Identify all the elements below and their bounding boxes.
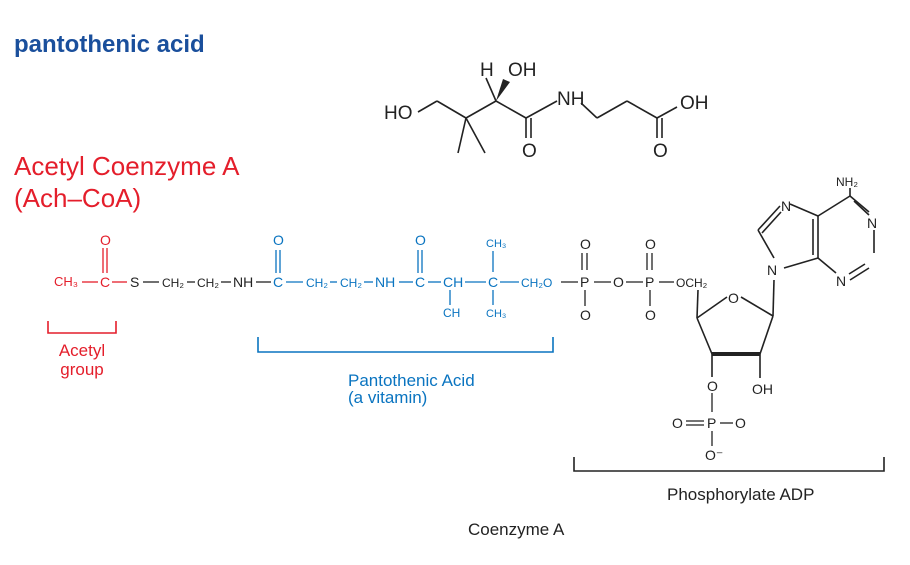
bond [761, 211, 782, 234]
phosphate-1-oxygen-top: O [580, 236, 591, 252]
ribose-ring-oxygen: O [728, 290, 739, 306]
pantothenic-acid-bracket [257, 337, 554, 353]
wedge-bond [496, 79, 510, 101]
bond [757, 229, 775, 259]
acetyl-coa-title-line1: Acetyl Coenzyme A [14, 151, 240, 181]
acetyl-group-structure: CH₃ C O [54, 232, 127, 290]
bond [696, 296, 728, 319]
hydrogen-label: H [480, 60, 494, 81]
adenine-n3-label: N [836, 273, 846, 289]
hydroxyl-left-label: HO [384, 103, 413, 124]
ribose-structure [686, 279, 775, 446]
carbonyl-carbon-2: C [273, 274, 283, 290]
bond [849, 195, 870, 213]
hydroxyl-top-label: OH [508, 60, 537, 81]
bond [436, 100, 467, 119]
quaternary-carbon-label: C [488, 274, 498, 290]
bond [759, 315, 774, 355]
carbonyl-oxygen-1: O [522, 141, 537, 162]
ribose-phosphate-oxygen-minus: O⁻ [705, 447, 723, 463]
ribose-phosphate-oxygen-right: O [735, 415, 746, 431]
ribose-methylene-oxygen-label: OCH₂ [676, 276, 708, 290]
acetyl-group-bracket [47, 321, 117, 334]
methyl-bottom-label: CH₃ [486, 308, 506, 320]
bond [525, 100, 558, 119]
bond [495, 100, 527, 119]
adenine-n9-label: N [767, 262, 777, 278]
methylene-oxygen-label: CH₂O [521, 276, 552, 290]
bond [783, 257, 819, 269]
methylene-a-label: CH₂ [162, 276, 184, 290]
bond [465, 117, 486, 154]
phosphate-2-oxygen-top: O [645, 236, 656, 252]
bond [817, 195, 851, 217]
acetyl-carbon-label: C [100, 274, 110, 290]
ribose-phosphate-oxygen-left: O [672, 415, 683, 431]
bond [849, 267, 870, 281]
phosphate-1-oxygen-bottom: O [580, 307, 591, 323]
bond [696, 289, 699, 319]
amino-group-label: NH₂ [836, 175, 858, 189]
phosphorylate-adp-label: Phosphorylate ADP [667, 485, 814, 504]
coenzyme-a-label: Coenzyme A [468, 520, 565, 539]
methylene-d-label: CH₂ [340, 276, 362, 290]
methyl-top-label: CH₃ [486, 238, 506, 250]
pantothenic-acid-label-line1: Pantothenic Acid [348, 371, 475, 390]
phosphorus-2-label: P [645, 274, 654, 290]
bond [817, 257, 837, 274]
methylene-c-label: CH₂ [306, 276, 328, 290]
adenine-structure [757, 188, 875, 281]
methine-label: CH [443, 274, 463, 290]
bond [457, 117, 467, 154]
carbonyl-carbon-3: C [415, 274, 425, 290]
carbonyl-oxygen-2-chain: O [273, 232, 284, 248]
phosphorylate-adp-bracket [573, 457, 885, 472]
carbonyl-oxygen-2: O [653, 141, 668, 162]
adenine-n1-label: N [867, 215, 877, 231]
bond [848, 263, 866, 275]
bond [626, 100, 658, 119]
pantothenic-acid-structure [417, 77, 678, 154]
ribose-3-oxygen-label: O [707, 378, 718, 394]
pantothenic-acid-label-line2: (a vitamin) [348, 388, 427, 407]
carboxyl-oh-label: OH [680, 93, 709, 114]
amine-label: NH [557, 89, 584, 110]
bond [772, 279, 775, 317]
bond [596, 100, 628, 119]
amide-nh-a-label: NH [233, 274, 253, 290]
carbonyl-oxygen-3-chain: O [415, 232, 426, 248]
bond [757, 205, 781, 231]
acetyl-coa-title-line2: (Ach–CoA) [14, 183, 141, 213]
bond [789, 203, 819, 217]
acetyl-group-label-line2: group [60, 360, 103, 379]
bond [417, 100, 438, 113]
bond [580, 102, 598, 119]
phosphorus-1-label: P [580, 274, 589, 290]
adenine-n7-label: N [781, 198, 791, 214]
acetyl-oxygen-label: O [100, 232, 111, 248]
bond [696, 317, 713, 355]
amide-nh-b-label: NH [375, 274, 395, 290]
acetyl-group-label-line1: Acetyl [59, 341, 105, 360]
pantothenic-acid-title: pantothenic acid [14, 31, 205, 58]
ribose-phosphorus-label: P [707, 415, 716, 431]
ribose-hydroxyl-label: OH [752, 381, 773, 397]
methyl-label: CH₃ [54, 274, 78, 289]
phosphate-2-oxygen-bottom: O [645, 307, 656, 323]
bond [485, 77, 497, 102]
methylene-b-label: CH₂ [197, 276, 219, 290]
bond [465, 100, 497, 119]
sulfur-label: S [130, 274, 139, 290]
bond [853, 200, 870, 216]
bridging-oxygen-label: O [613, 274, 624, 290]
bond [740, 296, 774, 317]
bond [656, 106, 678, 119]
hydroxyl-methine-label: CH [443, 306, 460, 320]
